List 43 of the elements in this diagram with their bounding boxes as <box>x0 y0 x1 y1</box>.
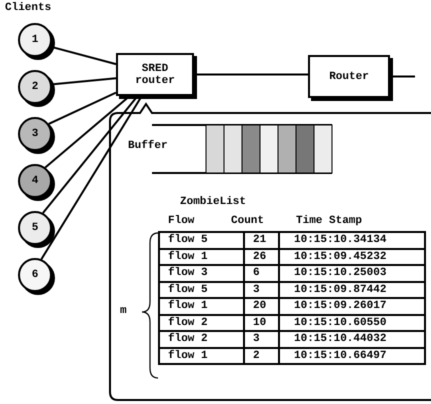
table-cell: 21 <box>244 232 279 248</box>
client-circle: 6 <box>18 258 52 292</box>
connector-line <box>52 77 116 86</box>
column-header: Time Stamp <box>296 215 362 227</box>
connector-line <box>390 76 415 78</box>
table-cell: flow 5 <box>159 232 244 248</box>
table-cell: flow 3 <box>159 265 244 282</box>
client-circle: 5 <box>18 211 52 245</box>
table-cell: 3 <box>244 331 279 348</box>
table-cell: 3 <box>244 282 279 298</box>
table-cell: 10 <box>244 314 279 331</box>
client-circle: 1 <box>18 23 52 57</box>
table-cell: 20 <box>244 298 279 314</box>
table-cell: 10:15:09.45232 <box>279 248 425 265</box>
table-cell: 26 <box>244 248 279 265</box>
router-box: SRED router <box>116 53 194 96</box>
table-cell: 6 <box>244 265 279 282</box>
table-title: ZombieList <box>180 196 246 208</box>
connector-line <box>194 74 308 76</box>
table-cell: 10:15:10.25003 <box>279 265 425 282</box>
table-cell: 10:15:10.66497 <box>279 348 425 364</box>
client-circle: 3 <box>18 117 52 151</box>
table-cell: flow 1 <box>159 248 244 265</box>
table-cell: 10:15:10.44032 <box>279 331 425 348</box>
table-cell: 2 <box>244 348 279 364</box>
table-cell: flow 2 <box>159 314 244 331</box>
table-cell: 10:15:09.26017 <box>279 298 425 314</box>
column-header: Flow <box>168 215 194 227</box>
column-header: Count <box>231 215 264 227</box>
brace-label: m <box>120 305 127 317</box>
table-cell: 10:15:10.34134 <box>279 232 425 248</box>
client-circle: 2 <box>18 70 52 104</box>
connector-line <box>48 92 116 125</box>
table-cell: 10:15:10.60550 <box>279 314 425 331</box>
buffer-label: Buffer <box>128 140 168 152</box>
table-cell: flow 5 <box>159 282 244 298</box>
title-label: Clients <box>5 2 52 14</box>
table-cell: flow 2 <box>159 331 244 348</box>
router-box: Router <box>308 55 390 98</box>
client-circle: 4 <box>18 164 52 198</box>
table-cell: flow 1 <box>159 348 244 364</box>
table-cell: flow 1 <box>159 298 244 314</box>
table-cell: 10:15:09.87442 <box>279 282 425 298</box>
